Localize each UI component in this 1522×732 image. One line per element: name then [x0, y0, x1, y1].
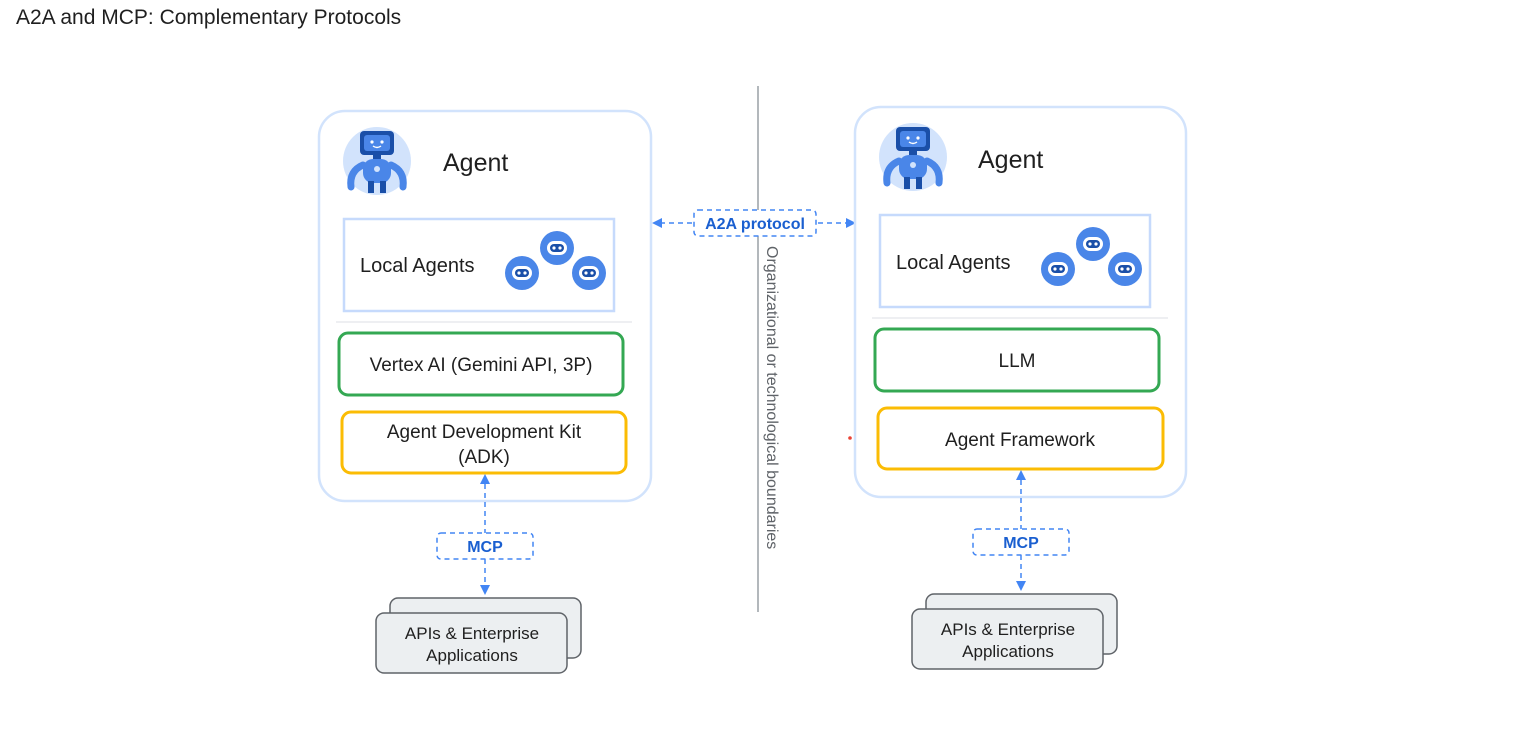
right-apis-line1: APIs & Enterprise: [941, 620, 1075, 639]
a2a-connector: A2A protocol: [652, 209, 856, 237]
left-mcp-connector: MCP: [436, 474, 534, 595]
right-mcp-connector: MCP: [972, 470, 1070, 591]
a2a-protocol-box: [693, 209, 817, 237]
left-apis-line2: Applications: [426, 646, 518, 665]
left-model-box: [337, 331, 625, 397]
right-framework-line1: Agent Framework: [945, 430, 1095, 451]
right-framework-box: [876, 406, 1165, 471]
right-local-agents-label: Local Agents: [896, 252, 1011, 274]
mini-robot-icon: [505, 256, 539, 290]
left-framework-line1: Agent Development Kit: [387, 422, 582, 443]
right-mcp-label: MCP: [1003, 535, 1039, 552]
boundary-label: Organizational or technological boundari…: [763, 246, 780, 549]
right-model-label: LLM: [999, 351, 1036, 372]
left-framework-box: [340, 410, 628, 475]
mini-robot-icon: [572, 256, 606, 290]
mini-robot-icon: [1041, 252, 1075, 286]
right-agent-title: Agent: [978, 146, 1043, 174]
left-model-label: Vertex AI (Gemini API, 3P): [370, 355, 593, 376]
robot-avatar-icon: [879, 123, 947, 191]
page-title: A2A and MCP: Complementary Protocols: [16, 6, 402, 29]
left-apis-line1: APIs & Enterprise: [405, 624, 539, 643]
right-local-agents-box: [878, 213, 1152, 309]
left-framework-line2: (ADK): [458, 447, 510, 468]
right-agent-panel: Agent Local Agents LLM Agent Framework: [853, 105, 1188, 499]
left-local-agents-label: Local Agents: [360, 255, 475, 277]
a2a-protocol-label: A2A protocol: [705, 216, 805, 233]
mini-robot-icon: [1108, 252, 1142, 286]
left-agent-panel: Agent Local Agents Vertex AI (Gemini API…: [317, 109, 653, 503]
right-apis-stack: APIs & Enterprise Applications: [911, 593, 1118, 670]
left-agent-title: Agent: [443, 149, 508, 177]
right-model-box: [873, 327, 1161, 393]
left-apis-stack: APIs & Enterprise Applications: [375, 597, 582, 674]
mini-robot-icon: [540, 231, 574, 265]
red-dot-marker: [848, 436, 852, 440]
robot-avatar-icon: [343, 127, 411, 195]
mini-robot-icon: [1076, 227, 1110, 261]
left-mcp-label: MCP: [467, 539, 503, 556]
left-local-agents-box: [342, 217, 616, 313]
right-apis-line2: Applications: [962, 642, 1054, 661]
